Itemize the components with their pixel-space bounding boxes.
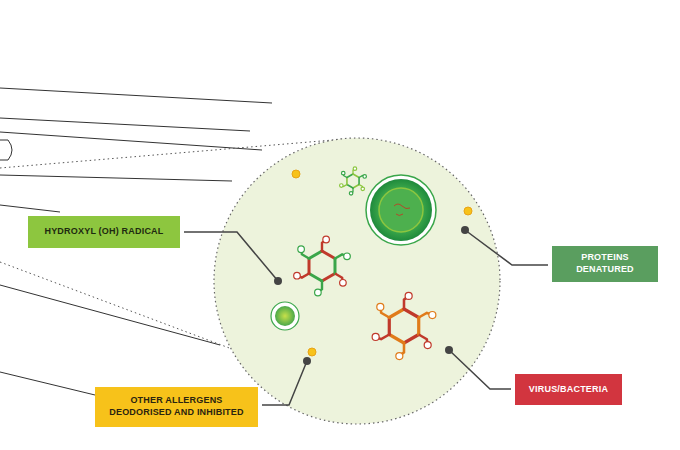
atom — [377, 303, 384, 310]
bond — [358, 178, 360, 185]
virus-label: VIRUS/BACTERIA — [515, 374, 622, 405]
allergen-dot — [292, 170, 472, 356]
atom — [363, 175, 367, 179]
atom — [361, 187, 365, 191]
bond — [346, 178, 348, 185]
bond — [404, 335, 419, 344]
allergen-label: OTHER ALLERGENS DEODORISED AND INHIBITED — [95, 387, 258, 427]
magnified-view — [214, 138, 500, 424]
bond — [322, 274, 335, 282]
protein-label: PROTEINS DENATURED — [552, 246, 658, 282]
atom — [294, 272, 301, 279]
atom — [315, 289, 322, 296]
bond — [309, 274, 322, 282]
atom — [405, 292, 412, 299]
atom — [344, 253, 351, 260]
bond — [388, 318, 391, 335]
molecule — [294, 236, 351, 296]
atom — [372, 333, 379, 340]
atom — [396, 353, 403, 360]
molecule — [340, 167, 367, 195]
protein-cell — [366, 175, 436, 245]
label-text: OTHER ALLERGENS DEODORISED AND INHIBITED — [103, 395, 250, 418]
bond — [322, 251, 335, 259]
bond — [404, 309, 419, 318]
atom — [298, 246, 305, 253]
bond — [353, 174, 359, 178]
bond — [389, 335, 404, 344]
leader-lines — [184, 230, 548, 405]
bond — [389, 309, 404, 318]
bond — [417, 318, 420, 335]
bond — [308, 259, 311, 274]
atom — [323, 236, 330, 243]
atom — [340, 184, 344, 188]
bond — [333, 259, 336, 274]
bond — [347, 185, 353, 189]
label-text: HYDROXYL (OH) RADICAL — [44, 226, 163, 238]
atom — [424, 342, 431, 349]
pointer-dot — [274, 226, 469, 365]
atom — [349, 192, 353, 196]
atom — [353, 167, 357, 171]
label-text: VIRUS/BACTERIA — [529, 384, 608, 396]
radical-label: HYDROXYL (OH) RADICAL — [28, 216, 180, 248]
atom — [429, 311, 436, 318]
atom — [340, 280, 347, 287]
small-cell — [271, 302, 299, 330]
molecule — [372, 292, 436, 359]
bond — [309, 251, 322, 259]
bond — [347, 174, 353, 178]
molecules — [294, 167, 436, 360]
label-text: PROTEINS DENATURED — [560, 252, 650, 275]
atom — [341, 171, 345, 175]
bond — [353, 185, 359, 189]
